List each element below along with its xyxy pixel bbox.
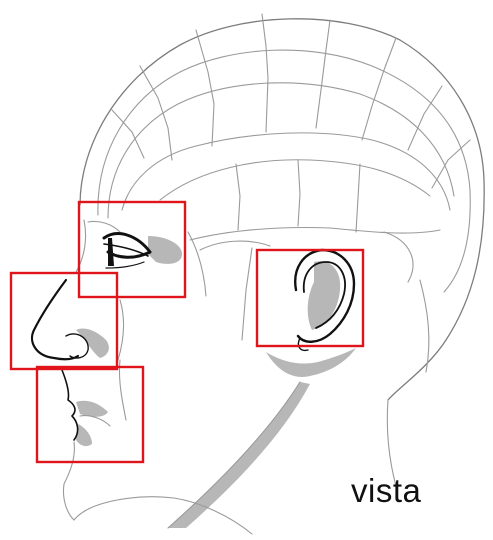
highlight-boxes — [11, 202, 363, 462]
phrenology-regions — [74, 14, 484, 534]
caption-vista: vista — [351, 472, 421, 510]
eye — [104, 234, 150, 268]
